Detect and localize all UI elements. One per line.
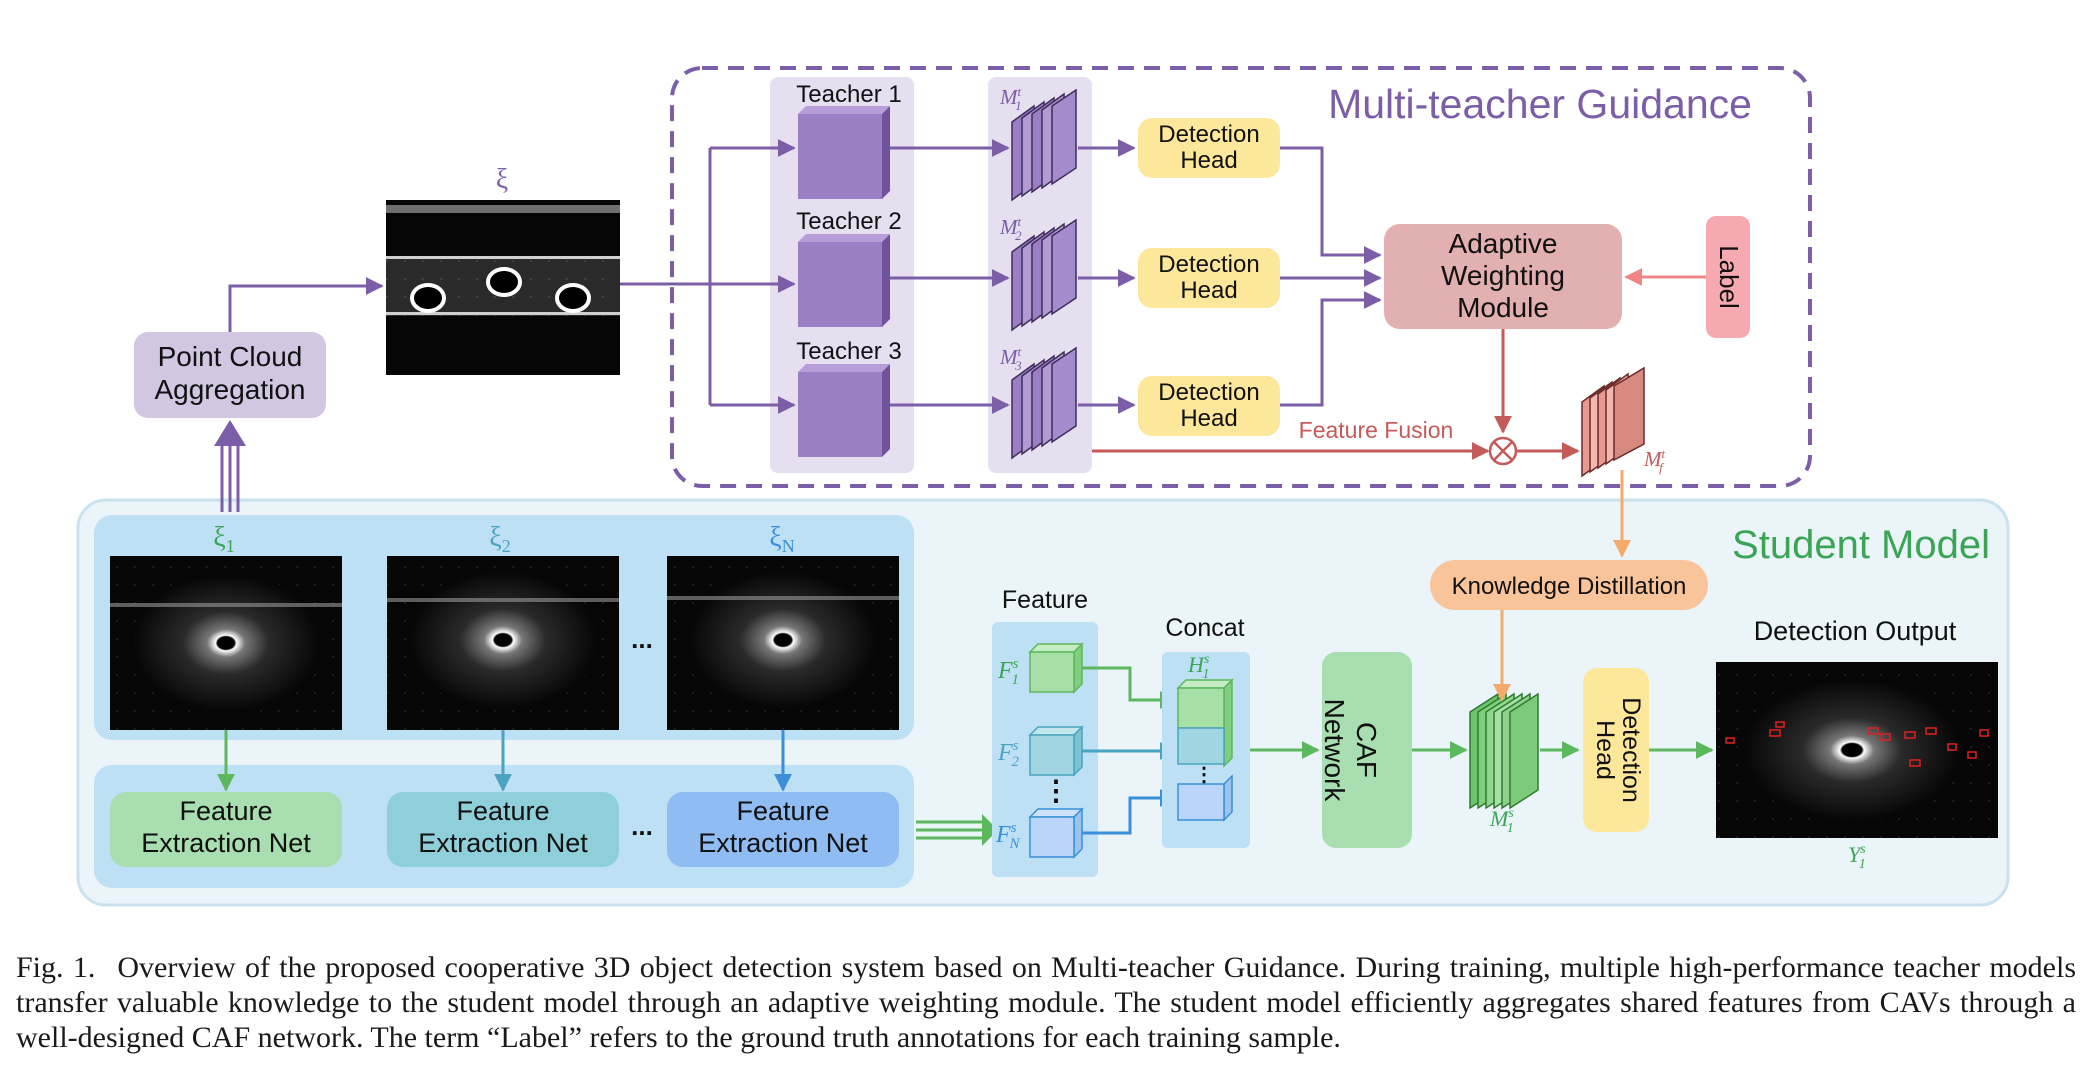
teacher-feature-1 [1011,88,1077,202]
arrow-student-to-aggregation [214,420,246,512]
figure-caption: Fig. 1.Overview of the proposed cooperat… [16,950,2076,1055]
svg-text:Feature: Feature [456,796,549,826]
svg-text:Feature: Feature [736,796,829,826]
svg-text:Detection: Detection [1158,251,1259,278]
point-cloud-aggregation: Point Cloud Aggregation [134,332,326,418]
svg-text:Knowledge Distillation: Knowledge Distillation [1452,573,1687,600]
feature-dots: ⋮ [1042,775,1070,806]
teacher-feature-2 [1011,218,1077,332]
arrow-aggregation-map [228,277,384,332]
teacher-3-label: Teacher 3 [796,338,901,365]
svg-text:Detection: Detection [1158,379,1259,406]
feature-fusion-label: Feature Fusion [1299,417,1454,443]
teacher-detection-head-1: Detection Head [1138,118,1280,178]
svg-text:⋮: ⋮ [1194,764,1214,786]
input-2-xi: ξ2 [489,522,510,556]
feature-cube-1 [1028,642,1084,694]
multi-teacher-region [670,66,1812,488]
student-detection-head: Detection Head [1583,668,1649,832]
concat-stack: ⋮ [1176,678,1234,822]
feature-extraction-net-1: Feature Extraction Net [110,792,342,867]
svg-text:Head: Head [1180,147,1237,174]
teacher-3-block [798,364,890,457]
concat-title: Concat [1165,614,1244,642]
multi-teacher-title: Multi-teacher Guidance [1328,81,1752,127]
svg-text:Network: Network [1319,699,1350,803]
teacher-1-block [798,106,890,199]
ground-truth-label-box: Label [1706,216,1750,338]
fusion-operator [1488,436,1518,466]
arrow-dethead3-awm [1280,291,1382,407]
figure-caption-text: Overview of the proposed cooperative 3D … [16,951,2076,1054]
arrow-feature1-concat [1082,666,1178,709]
lidar-input-image-n [667,556,899,730]
student-model-title: Student Model [1732,523,1990,567]
svg-text:Extraction Net: Extraction Net [141,828,311,858]
svg-text:Extraction Net: Extraction Net [698,828,868,858]
svg-text:Module: Module [1457,292,1549,323]
teacher-2-block [798,234,890,327]
teacher-2-label: Teacher 2 [796,208,901,235]
teacher-1-label: Teacher 1 [796,81,901,108]
input-n-xi: ξN [769,522,794,556]
feature-extraction-net-n: Feature Extraction Net [667,792,899,867]
teacher-detection-head-3: Detection Head [1138,376,1280,436]
arrow-dethead1-awm [1280,146,1382,264]
svg-text:Head: Head [1591,720,1619,780]
caf-network: CAF Network [1319,652,1412,848]
svg-text:Detection: Detection [1617,697,1645,803]
svg-text:Detection: Detection [1158,121,1259,148]
lidar-input-image-1 [110,556,342,730]
detection-output-image [1716,662,1998,838]
figure-number: Fig. 1. [16,951,96,984]
svg-text:Adaptive: Adaptive [1449,228,1558,259]
adaptive-weighting-module: Adaptive Weighting Module [1384,224,1622,329]
svg-text:CAF: CAF [1351,722,1382,778]
input-1-xi: ξ1 [213,522,234,556]
svg-text:Extraction Net: Extraction Net [418,828,588,858]
svg-text:Feature: Feature [179,796,272,826]
svg-text:Label: Label [1714,245,1744,309]
aggregated-point-cloud-image [386,200,620,375]
arrow-featuren-concat [1082,789,1178,835]
input-ellipsis: ... [631,624,653,654]
lidar-input-image-2 [387,556,619,730]
knowledge-distillation-box: Knowledge Distillation [1430,560,1708,610]
fused-teacher-feature [1581,366,1645,478]
aggregated-xi-label: ξ [496,164,508,195]
svg-text:Point Cloud: Point Cloud [158,341,303,372]
svg-text:Aggregation: Aggregation [154,374,305,405]
svg-text:Head: Head [1180,405,1237,432]
feature-cube-2 [1028,725,1084,777]
teacher-feature-3 [1011,346,1077,460]
teacher-detection-head-2: Detection Head [1138,248,1280,308]
student-feature-m1 [1469,692,1539,810]
svg-text:Weighting: Weighting [1441,260,1565,291]
detection-output-title: Detection Output [1754,616,1957,646]
feature-cube-n [1028,807,1084,859]
arrow-fen-to-features [916,814,998,846]
svg-text:Head: Head [1180,277,1237,304]
feature-title: Feature [1002,586,1088,614]
fen-ellipsis: ... [631,811,653,841]
feature-extraction-net-2: Feature Extraction Net [387,792,619,867]
